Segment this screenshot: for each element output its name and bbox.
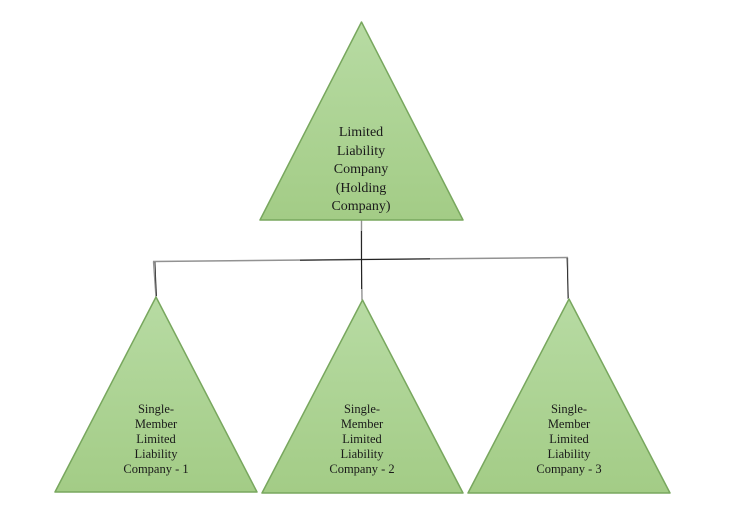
single-member-llc-2-triangle	[261, 299, 464, 494]
single-member-llc-3-triangle	[467, 298, 671, 494]
holding-company-triangle	[259, 21, 464, 221]
connector-left-drop-accent	[154, 261, 157, 297]
connector-drop-left-line	[152, 261, 157, 298]
connector-right-drop-accent	[566, 257, 569, 299]
connector-center-horizontal-accent	[299, 258, 431, 261]
single-member-llc-1-triangle	[54, 296, 258, 493]
